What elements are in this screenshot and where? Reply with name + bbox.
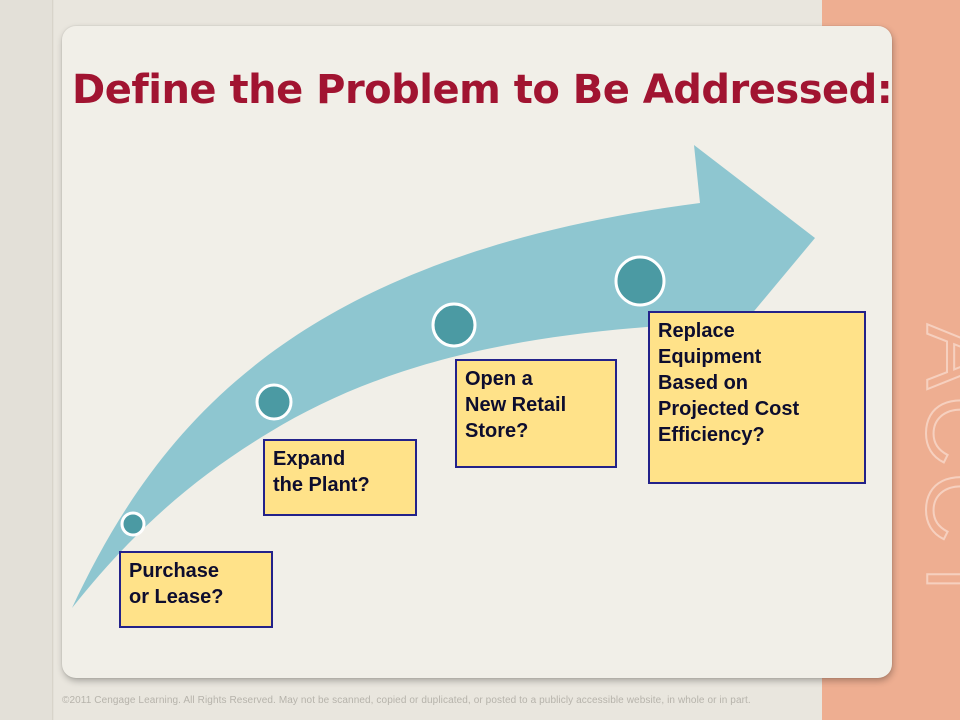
- step-node-2: [255, 383, 293, 421]
- step-line: Purchase: [129, 560, 220, 582]
- step-box-replace-equipment: Replace Equipment Based on Projected Cos…: [648, 311, 866, 484]
- step-line: New Retail: [465, 394, 567, 416]
- step-box-purchase-or-lease: Purchase or Lease?: [119, 551, 273, 628]
- step-line: Store?: [465, 420, 529, 442]
- page-title: Define the Problem to Be Addressed:: [72, 67, 893, 113]
- left-margin-strip: [0, 0, 54, 720]
- copyright-notice: ©2011 Cengage Learning. All Rights Reser…: [62, 695, 751, 706]
- step-node-3: [431, 302, 477, 348]
- step-node-4: [614, 255, 666, 307]
- step-line: Open a: [465, 368, 533, 390]
- step-line: the Plant?: [273, 474, 370, 496]
- step-line: Replace: [658, 320, 735, 342]
- step-line: Projected Cost: [658, 398, 800, 420]
- step-line: Equipment: [658, 346, 762, 368]
- step-line: Expand: [273, 448, 346, 470]
- step-line: Based on: [658, 372, 749, 394]
- step-line: or Lease?: [129, 586, 224, 608]
- step-box-new-retail-store: Open a New Retail Store?: [455, 359, 617, 468]
- step-line: Efficiency?: [658, 424, 765, 446]
- step-node-1: [120, 511, 146, 537]
- step-box-expand-plant: Expand the Plant?: [263, 439, 417, 516]
